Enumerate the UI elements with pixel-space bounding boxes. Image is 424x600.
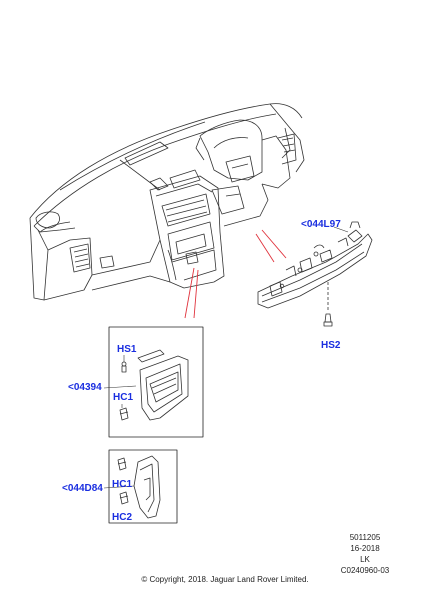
callout-hc2[interactable]: HC2 xyxy=(112,512,133,523)
leader-line-inset-a xyxy=(184,267,195,319)
callout-hs2[interactable]: HS2 xyxy=(321,340,341,351)
inset-one-drawing xyxy=(108,326,204,438)
trim-panel-drawing xyxy=(257,221,373,327)
reference-number: 5011205 xyxy=(349,533,381,542)
callout-044d84[interactable]: <044D84 xyxy=(62,483,103,494)
callout-leaders xyxy=(103,226,349,489)
inset-two-drawing xyxy=(108,449,178,524)
reference-illustration-id: C0240960-03 xyxy=(340,566,390,575)
copyright-notice: © Copyright, 2018. Jaguar Land Rover Lim… xyxy=(141,575,309,584)
callout-hc1-upper[interactable]: HC1 xyxy=(113,392,134,403)
callout-04394[interactable]: <04394 xyxy=(68,382,102,393)
reference-code: LK xyxy=(360,555,370,564)
reference-block: 5011205 16-2018 LK C0240960-03 xyxy=(330,532,400,576)
callout-hc1-lower[interactable]: HC1 xyxy=(112,479,133,490)
reference-date: 16-2018 xyxy=(350,544,380,553)
leader-lines xyxy=(184,229,287,319)
callout-hs1[interactable]: HS1 xyxy=(117,344,137,355)
leader-line-trim xyxy=(255,233,275,263)
dashboard-drawing xyxy=(29,103,305,301)
callout-044l97[interactable]: <044L97 xyxy=(301,219,341,230)
leader-line-trim-b xyxy=(261,229,287,259)
leader-line-inset-b xyxy=(193,269,199,319)
